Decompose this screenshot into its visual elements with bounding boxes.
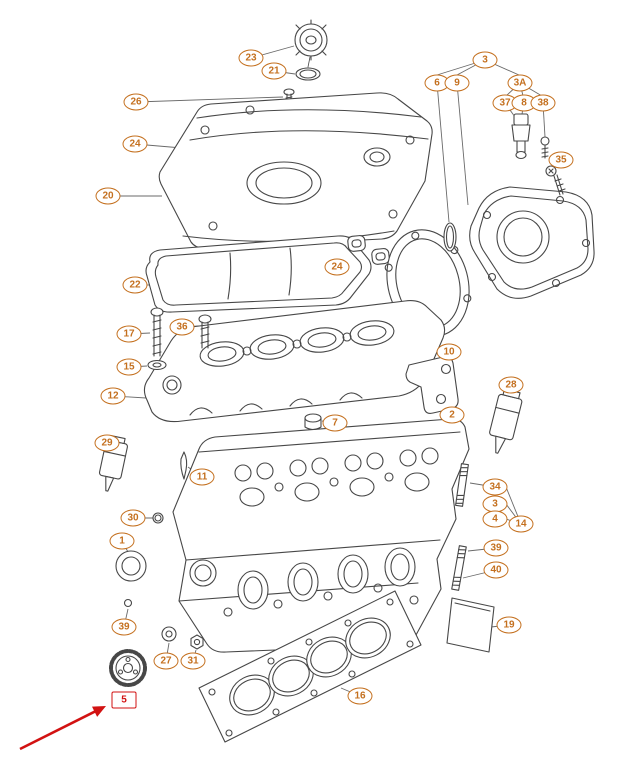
camshaft-housing bbox=[143, 300, 446, 423]
sealant-tube-right bbox=[489, 388, 523, 454]
callout-31[interactable]: 31 bbox=[180, 652, 206, 670]
stud-upper bbox=[455, 463, 469, 507]
callout-19[interactable]: 19 bbox=[496, 616, 522, 634]
callout-22[interactable]: 22 bbox=[122, 276, 148, 294]
callout-24[interactable]: 24 bbox=[122, 135, 148, 153]
callout-40[interactable]: 40 bbox=[483, 561, 509, 579]
callout-35[interactable]: 35 bbox=[548, 151, 574, 169]
callout-4[interactable]: 4 bbox=[482, 510, 508, 528]
washer bbox=[147, 359, 167, 371]
housing-bolt-long bbox=[150, 307, 164, 357]
callout-14[interactable]: 14 bbox=[508, 515, 534, 533]
callout-16[interactable]: 16 bbox=[347, 687, 373, 705]
sensor bbox=[511, 113, 531, 160]
valve-cover bbox=[158, 92, 433, 249]
camshaft-sprocket bbox=[109, 649, 147, 687]
callout-9[interactable]: 9 bbox=[444, 74, 470, 92]
leader-line-9 bbox=[456, 82, 469, 206]
leader-line-6 bbox=[436, 82, 450, 223]
callout-39[interactable]: 39 bbox=[483, 539, 509, 557]
callout-27[interactable]: 27 bbox=[153, 652, 179, 670]
callout-7[interactable]: 7 bbox=[322, 414, 348, 432]
callout-1[interactable]: 1 bbox=[109, 532, 135, 550]
small-cap bbox=[304, 413, 322, 431]
callout-39[interactable]: 39 bbox=[111, 618, 137, 636]
callout-34[interactable]: 34 bbox=[482, 478, 508, 496]
cover-oring bbox=[443, 222, 457, 252]
cylinder-head bbox=[172, 418, 470, 653]
callout-30[interactable]: 30 bbox=[120, 509, 146, 527]
sealing-ring bbox=[161, 626, 177, 642]
stud-lower bbox=[451, 545, 467, 591]
sensor-screw bbox=[540, 136, 550, 159]
check-ball bbox=[123, 598, 133, 608]
callout-21[interactable]: 21 bbox=[261, 62, 287, 80]
rear-cover bbox=[469, 186, 595, 299]
callout-23[interactable]: 23 bbox=[238, 49, 264, 67]
callout-17[interactable]: 17 bbox=[116, 325, 142, 343]
small-oring bbox=[152, 512, 164, 524]
callout-26[interactable]: 26 bbox=[123, 93, 149, 111]
callout-3[interactable]: 3 bbox=[482, 495, 508, 513]
callout-24[interactable]: 24 bbox=[324, 258, 350, 276]
dowel-pin bbox=[180, 451, 188, 480]
callout-15[interactable]: 15 bbox=[116, 358, 142, 376]
callout-12[interactable]: 12 bbox=[100, 387, 126, 405]
callout-8[interactable]: 8 bbox=[511, 94, 537, 112]
callout-11[interactable]: 11 bbox=[189, 468, 215, 486]
parts-layer bbox=[98, 19, 595, 743]
highlight-arrow bbox=[19, 706, 106, 751]
baffle-plate bbox=[446, 597, 495, 653]
callout-3[interactable]: 3 bbox=[472, 51, 498, 69]
arrow-head bbox=[92, 706, 106, 717]
oil-filler-cap bbox=[294, 19, 328, 68]
cap-seal bbox=[295, 67, 321, 81]
callout-3A[interactable]: 3A bbox=[507, 74, 533, 92]
camshaft-seal bbox=[115, 550, 147, 582]
housing-bolt-short bbox=[198, 314, 212, 349]
hex-plug bbox=[190, 634, 204, 650]
callout-28[interactable]: 28 bbox=[498, 376, 524, 394]
head-gasket bbox=[198, 590, 422, 743]
callout-36[interactable]: 36 bbox=[169, 318, 195, 336]
valve-cover-gasket bbox=[145, 235, 372, 313]
arrow-shaft bbox=[19, 708, 100, 751]
callout-2[interactable]: 2 bbox=[439, 406, 465, 424]
callout-38[interactable]: 38 bbox=[530, 94, 556, 112]
callout-5-highlight[interactable]: 5 bbox=[111, 691, 137, 709]
cover-screw bbox=[545, 165, 566, 196]
callout-20[interactable]: 20 bbox=[95, 187, 121, 205]
leader-line-26 bbox=[135, 96, 284, 103]
callout-29[interactable]: 29 bbox=[94, 434, 120, 452]
small-gaskets bbox=[347, 235, 390, 265]
callout-10[interactable]: 10 bbox=[436, 343, 462, 361]
